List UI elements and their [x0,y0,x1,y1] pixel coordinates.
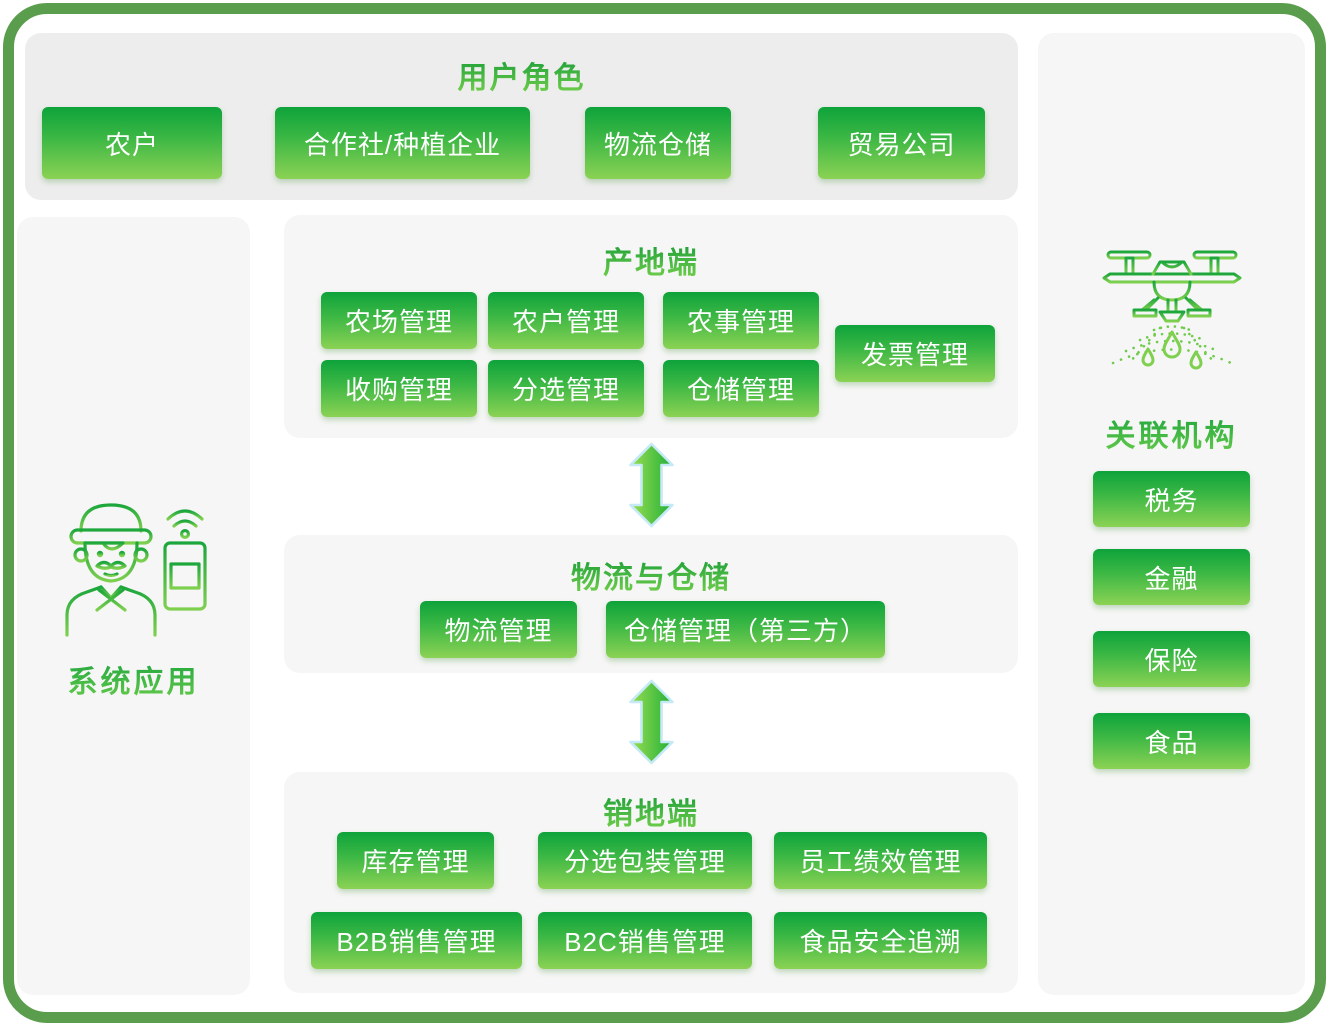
institutions-title: 关联机构 [1038,411,1305,455]
b2b-sales-management-button: B2B销售管理 [311,912,522,969]
logistics-title: 物流与仓储 [284,553,1018,597]
double-arrow-icon-2 [629,679,674,765]
sorting-management-button: 分选管理 [488,360,644,417]
production-panel: 产地端 农场管理 农户管理 农事管理 发票管理 收购管理 分选管理 仓储管理 [284,215,1018,438]
double-arrow-icon-1 [629,442,674,528]
institutions-panel: 关联机构 税务 金融 保险 食品 [1038,33,1305,995]
insurance-button: 保险 [1093,631,1250,687]
production-title: 产地端 [284,238,1018,282]
finance-button: 金融 [1093,549,1250,605]
warehouse-management-button: 仓储管理 [663,360,819,417]
sorting-packaging-management-button: 分选包装管理 [538,832,752,889]
sales-panel: 销地端 库存管理 分选包装管理 员工绩效管理 B2B销售管理 B2C销售管理 食… [284,772,1018,993]
agricultural-drone-icon [1096,236,1248,371]
logistics-management-button: 物流管理 [420,601,577,658]
farm-management-button: 农场管理 [321,292,477,349]
role-button-cooperative-enterprise: 合作社/种植企业 [275,107,530,179]
farmer-with-smartphone-icon [59,497,209,637]
sales-title: 销地端 [284,789,1018,833]
role-button-farmer: 农户 [42,107,222,179]
third-party-warehouse-management-button: 仓储管理（第三方） [606,601,885,658]
tax-button: 税务 [1093,471,1250,527]
inventory-management-button: 库存管理 [337,832,494,889]
system-app-panel: 系统应用 [17,217,250,995]
employee-performance-management-button: 员工绩效管理 [774,832,987,889]
purchase-management-button: 收购管理 [321,360,477,417]
logistics-panel: 物流与仓储 物流管理 仓储管理（第三方） [284,535,1018,673]
farmer-management-button: 农户管理 [488,292,644,349]
role-button-logistics-warehouse: 物流仓储 [585,107,731,179]
user-roles-title: 用户角色 [25,53,1018,97]
food-safety-traceability-button: 食品安全追溯 [774,912,987,969]
farming-affairs-management-button: 农事管理 [663,292,819,349]
invoice-management-button: 发票管理 [835,325,995,382]
food-button: 食品 [1093,713,1250,769]
role-button-trading-company: 贸易公司 [818,107,985,179]
user-roles-panel: 用户角色 农户 合作社/种植企业 物流仓储 贸易公司 [25,33,1018,200]
b2c-sales-management-button: B2C销售管理 [538,912,752,969]
system-app-label: 系统应用 [17,657,250,701]
